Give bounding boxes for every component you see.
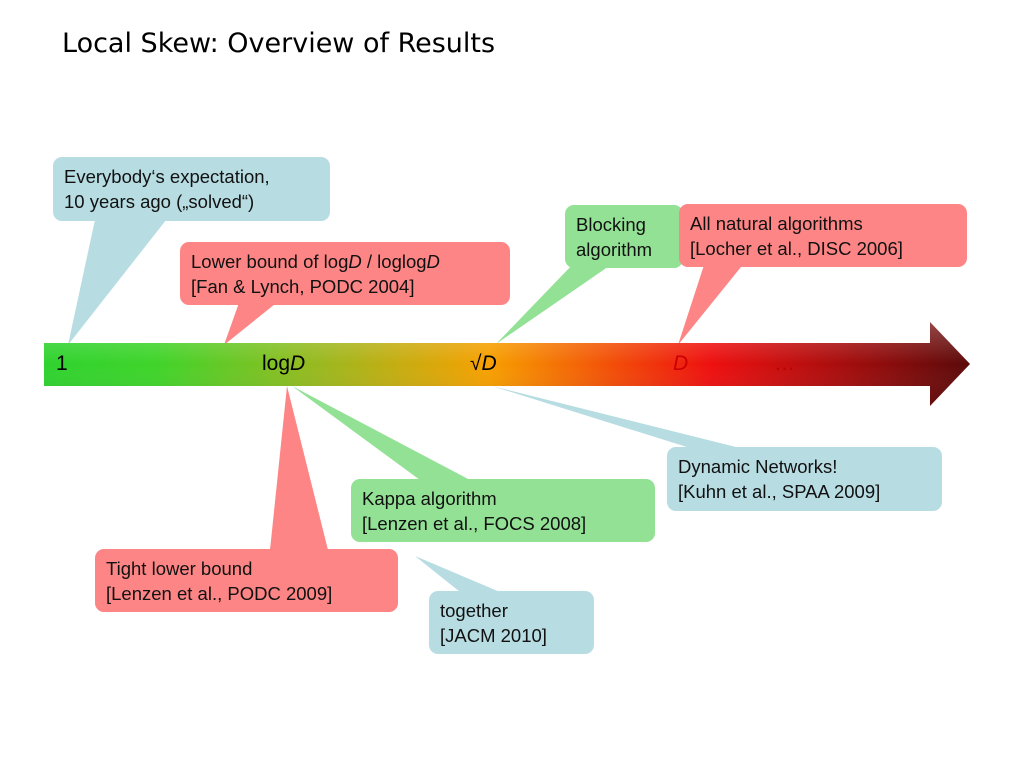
callout-tight: Tight lower bound [Lenzen et al., PODC 2…: [95, 549, 398, 612]
callout-expectation-line1: Everybody‘s expectation,: [64, 166, 270, 187]
callout-together-line2: [JACM 2010]: [440, 625, 547, 646]
callout-lower-bound-line1: Lower bound of logD / loglogD: [191, 251, 440, 272]
callout-lower-bound: Lower bound of logD / loglogD [Fan & Lyn…: [180, 242, 510, 305]
callout-tight-line1: Tight lower bound: [106, 558, 253, 579]
natural-tail: [678, 262, 745, 345]
callout-dynamic: Dynamic Networks! [Kuhn et al., SPAA 200…: [667, 447, 942, 511]
tick-D: D: [673, 352, 689, 375]
callout-lower-bound-line2: [Fan & Lynch, PODC 2004]: [191, 276, 415, 297]
callout-together-line1: together: [440, 600, 508, 621]
callout-expectation: Everybody‘s expectation, 10 years ago („…: [53, 157, 330, 221]
callout-tight-line2: [Lenzen et al., PODC 2009]: [106, 583, 333, 604]
callout-blocking-line2: algorithm: [576, 239, 653, 260]
callout-natural-line1: All natural algorithms: [690, 213, 863, 234]
dynamic-tail: [492, 386, 740, 448]
tight-tail: [270, 386, 328, 550]
together-tail: [415, 556, 500, 592]
tick-sqrtD: √D: [470, 352, 497, 375]
tick-ellipsis: …: [774, 352, 795, 375]
expectation-tail: [68, 215, 170, 345]
callout-natural-line2: [Locher et al., DISC 2006]: [690, 238, 903, 259]
tick-one: 1: [56, 352, 68, 375]
blocking-tail: [496, 262, 615, 344]
callout-kappa-line2: [Lenzen et al., FOCS 2008]: [362, 513, 587, 534]
callout-dynamic-line1: Dynamic Networks!: [678, 456, 838, 477]
callout-blocking-line1: Blocking: [576, 214, 646, 235]
callout-together: together [JACM 2010]: [429, 591, 594, 654]
kappa-tail: [292, 386, 470, 480]
slide-title: Local Skew: Overview of Results: [62, 28, 496, 59]
callout-kappa-line1: Kappa algorithm: [362, 488, 497, 509]
tick-logD: logD: [262, 352, 306, 375]
callout-dynamic-line2: [Kuhn et al., SPAA 2009]: [678, 481, 881, 502]
callout-expectation-line2: 10 years ago („solved“): [64, 191, 255, 212]
callout-natural: All natural algorithms [Locher et al., D…: [679, 204, 967, 267]
axis-arrow-shine: [44, 322, 970, 406]
lower-bound-tail: [224, 300, 280, 345]
callout-blocking: Blocking algorithm: [565, 205, 683, 268]
callout-kappa: Kappa algorithm [Lenzen et al., FOCS 200…: [351, 479, 655, 542]
